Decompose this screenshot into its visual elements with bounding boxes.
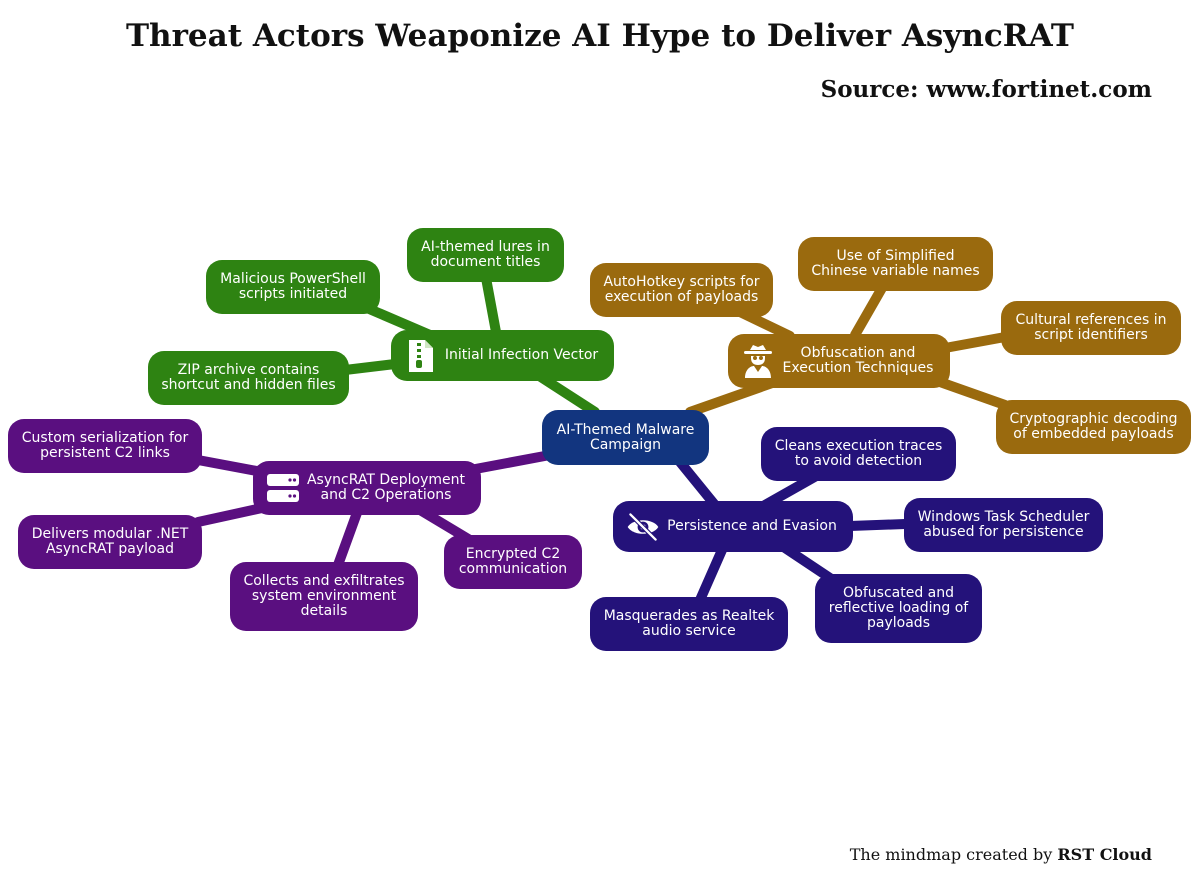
- leaf-label: Encrypted C2 communication: [458, 546, 568, 577]
- leaf-cultural-references: Cultural references in script identifier…: [1001, 301, 1181, 355]
- leaf-autohotkey: AutoHotkey scripts for execution of payl…: [590, 263, 773, 317]
- leaf-label: Delivers modular .NET AsyncRAT payload: [31, 526, 189, 557]
- edge-obfuscation-crypto: [935, 377, 1010, 410]
- leaf-label: Masquerades as Realtek audio service: [603, 608, 775, 639]
- leaf-encrypted-c2: Encrypted C2 communication: [444, 535, 582, 589]
- branch-asyncrat: AsyncRAT Deployment and C2 Operations: [253, 461, 481, 515]
- leaf-label: Use of Simplified Chinese variable names: [811, 248, 980, 279]
- leaf-ai-themed-lures: AI-themed lures in document titles: [407, 228, 564, 282]
- center-node-label: AI-Themed Malware Campaign: [556, 421, 695, 453]
- branch-obfuscation-label: Obfuscation and Execution Techniques: [782, 345, 934, 376]
- edge-persistence-obfuscated: [780, 543, 835, 583]
- footer-credit: The mindmap created by RST Cloud: [850, 845, 1152, 864]
- leaf-zip-archive: ZIP archive contains shortcut and hidden…: [148, 351, 349, 405]
- leaf-label: Cryptographic decoding of embedded paylo…: [1009, 411, 1178, 442]
- leaf-label: Malicious PowerShell scripts initiated: [220, 271, 366, 302]
- leaf-label: Custom serialization for persistent C2 l…: [21, 430, 189, 461]
- footer-brand: RST Cloud: [1057, 845, 1152, 864]
- leaf-label: Collects and exfiltrates system environm…: [243, 573, 405, 619]
- branch-persistence-label: Persistence and Evasion: [667, 518, 837, 534]
- edge-asyncrat-dotnet: [193, 503, 267, 527]
- leaf-label: Cleans execution traces to avoid detecti…: [774, 438, 943, 469]
- edge-center-asyncrat: [465, 450, 555, 475]
- branch-obfuscation: Obfuscation and Execution Techniques: [728, 334, 950, 388]
- eye-slash-icon: [625, 509, 661, 545]
- leaf-label: Cultural references in script identifier…: [1015, 312, 1167, 343]
- footer-prefix: The mindmap created by: [849, 845, 1053, 864]
- leaf-label: Obfuscated and reflective loading of pay…: [828, 585, 969, 631]
- leaf-modular-dotnet: Delivers modular .NET AsyncRAT payload: [18, 515, 202, 569]
- edge-infection-lures: [481, 273, 501, 337]
- edge-persistence-scheduler: [845, 519, 910, 531]
- leaf-cleans-traces: Cleans execution traces to avoid detecti…: [761, 427, 956, 481]
- leaf-realtek-masquerade: Masquerades as Realtek audio service: [590, 597, 788, 651]
- leaf-custom-serialization: Custom serialization for persistent C2 l…: [8, 419, 202, 473]
- leaf-cryptographic-decoding: Cryptographic decoding of embedded paylo…: [996, 400, 1191, 454]
- edge-asyncrat-serialization: [193, 455, 267, 477]
- edge-center-persistence: [675, 457, 720, 510]
- branch-asyncrat-label: AsyncRAT Deployment and C2 Operations: [306, 472, 465, 503]
- edge-infection-zip: [340, 359, 400, 375]
- leaf-reflective-loading: Obfuscated and reflective loading of pay…: [815, 574, 982, 643]
- edge-obfuscation-chinese: [850, 283, 887, 340]
- page-title: Threat Actors Weaponize AI Hype to Deliv…: [125, 18, 1074, 54]
- center-node: AI-Themed Malware Campaign: [542, 410, 709, 465]
- zip-file-icon: [403, 338, 439, 374]
- branch-persistence: Persistence and Evasion: [613, 501, 853, 552]
- leaf-simplified-chinese: Use of Simplified Chinese variable names: [798, 237, 993, 291]
- edge-persistence-realtek: [695, 545, 727, 605]
- edge-asyncrat-collects: [333, 505, 363, 570]
- leaf-label: AI-themed lures in document titles: [421, 239, 550, 270]
- edge-obfuscation-cultural: [940, 332, 1010, 353]
- leaf-malicious-powershell: Malicious PowerShell scripts initiated: [206, 260, 380, 314]
- spy-icon: [740, 343, 776, 379]
- leaf-collects-exfiltrates: Collects and exfiltrates system environm…: [230, 562, 418, 631]
- branch-infection-vector: Initial Infection Vector: [391, 330, 614, 381]
- branch-infection-vector-label: Initial Infection Vector: [444, 347, 599, 363]
- leaf-task-scheduler: Windows Task Scheduler abused for persis…: [904, 498, 1103, 552]
- leaf-label: AutoHotkey scripts for execution of payl…: [603, 274, 760, 305]
- leaf-label: ZIP archive contains shortcut and hidden…: [161, 362, 336, 393]
- leaf-label: Windows Task Scheduler abused for persis…: [917, 509, 1090, 540]
- server-icon: [265, 470, 301, 506]
- source-label: Source: www.fortinet.com: [820, 76, 1152, 103]
